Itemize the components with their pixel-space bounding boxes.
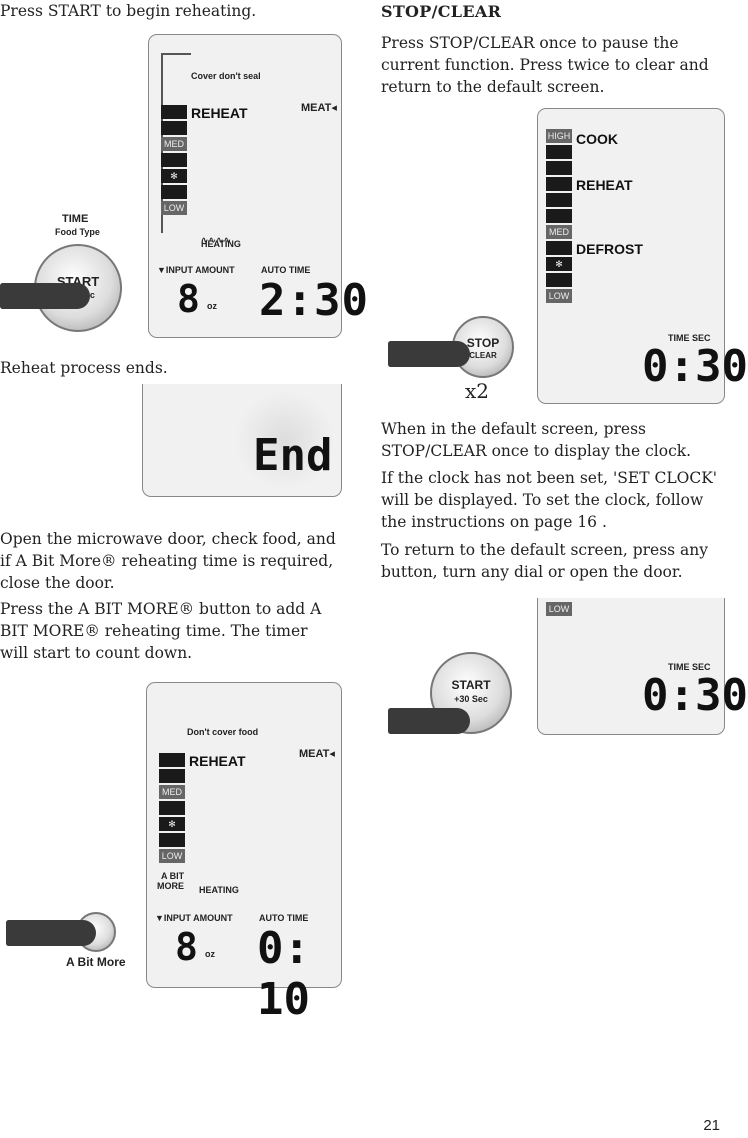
time-sec-label: TIME SEC — [668, 333, 711, 343]
press-twice-label: x2 — [465, 379, 490, 403]
open-door-text: Open the microwave door, check food, and… — [0, 530, 336, 592]
start-label: START — [451, 678, 491, 692]
hand-pointer-icon — [388, 341, 470, 367]
heating-label: HEATING — [199, 885, 239, 895]
unit-label: oz — [205, 949, 215, 959]
stop-clear-text: Press STOP/CLEAR once to pause the curre… — [381, 34, 709, 96]
cover-note: Don't cover food — [187, 727, 259, 737]
cover-note: Cover don't seal — [191, 71, 261, 81]
cook-label: COOK — [576, 131, 618, 147]
unit-label: oz — [207, 301, 217, 311]
reheat-label: REHEAT — [191, 105, 248, 121]
end-readout: End — [253, 430, 333, 481]
time-sec-label: TIME SEC — [668, 662, 711, 672]
reheat-label: REHEAT — [576, 177, 633, 193]
food-type-label: Food Type — [55, 227, 100, 237]
meat-label: MEAT◂ — [301, 102, 337, 114]
amount-digit: 8 — [175, 925, 198, 969]
auto-time-label: AUTO TIME — [261, 265, 311, 275]
power-level-bar: MED ✻ LOW — [159, 753, 185, 865]
clear-label: CLEAR — [469, 351, 497, 360]
lcd-end-display: End — [142, 384, 342, 497]
lcd-a-bit-more-display: Don't cover food MED ✻ LOW REHEAT MEAT◂ … — [146, 682, 342, 1025]
lcd-default-display: HIGH MED ✻ LOW COOK REHEAT DEFROST TIME … — [537, 108, 748, 404]
hand-pointer-icon — [388, 708, 470, 734]
page-number: 21 — [703, 1117, 720, 1134]
power-level-bar: LOW — [546, 602, 572, 618]
defrost-label: DEFROST — [576, 241, 643, 257]
low-label: LOW — [546, 289, 572, 303]
more-label: MORE — [157, 881, 184, 891]
input-amount-label: ▼INPUT AMOUNT — [157, 265, 235, 275]
snowflake-icon: ✻ — [546, 257, 572, 271]
snowflake-icon: ✻ — [159, 817, 185, 831]
power-level-bar: HIGH MED ✻ LOW — [546, 129, 572, 305]
hand-pointer-icon — [6, 920, 96, 946]
low-label: LOW — [159, 849, 185, 863]
high-label: HIGH — [546, 129, 572, 143]
meat-label: MEAT◂ — [299, 748, 335, 760]
med-label: MED — [161, 137, 187, 151]
plus30-label: +30 Sec — [454, 694, 488, 704]
reheat-label: REHEAT — [189, 753, 246, 769]
heating-label: HEATING — [201, 239, 241, 249]
step-start-text: Press START to begin reheating. — [0, 2, 257, 20]
a-bit-label: A BIT — [161, 871, 185, 881]
return-default-text: To return to the default screen, press a… — [381, 541, 709, 581]
reheat-ends-text: Reheat process ends. — [0, 359, 168, 377]
lcd-reheat-display: Cover don't seal MED ✻ LOW REHEAT MEAT◂ … — [148, 34, 368, 338]
input-amount-label: ▼INPUT AMOUNT — [155, 913, 233, 923]
med-label: MED — [159, 785, 185, 799]
heating-wave-icon: ∿∿∿∿ — [201, 235, 232, 245]
time-readout: 2:30 — [259, 275, 369, 326]
a-bit-more-text: Press the A BIT MORE® button to add A BI… — [0, 600, 322, 662]
burst-icon — [235, 390, 335, 490]
low-label: LOW — [546, 602, 572, 616]
set-clock-text: If the clock has not been set, 'SET CLOC… — [381, 469, 718, 531]
time-dial-label: TIME — [62, 213, 89, 225]
power-level-bar: MED ✻ LOW — [161, 105, 187, 217]
default-screen-text: When in the default screen, press STOP/C… — [381, 420, 692, 460]
a-bit-more-caption: A Bit More — [66, 955, 126, 969]
amount-digit: 8 — [177, 277, 200, 321]
low-label: LOW — [161, 201, 187, 215]
time-readout: 0:30 — [642, 341, 748, 392]
auto-time-label: AUTO TIME — [259, 913, 309, 923]
stop-label: STOP — [466, 336, 500, 350]
time-readout: 0:30 — [642, 670, 748, 721]
time-readout: 0: 10 — [257, 923, 310, 1025]
med-label: MED — [546, 225, 572, 239]
stop-clear-heading: STOP/CLEAR — [381, 2, 502, 21]
hand-pointer-icon — [0, 283, 90, 309]
snowflake-icon: ✻ — [161, 169, 187, 183]
lcd-clock-display: LOW TIME SEC 0:30 — [537, 598, 748, 735]
